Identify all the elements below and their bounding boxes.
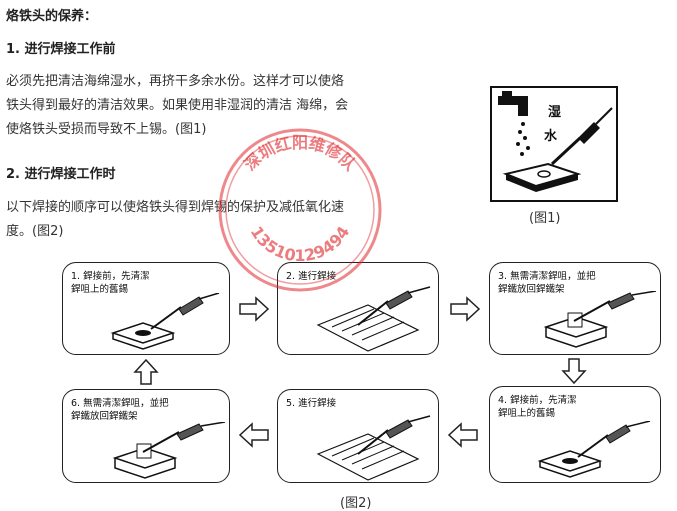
arrow-right-icon: [239, 296, 270, 322]
arrow-left-icon: [447, 422, 478, 448]
figure1-char-water: 水: [544, 128, 558, 144]
soldering-pcb-illustration: [316, 286, 431, 352]
step-box-2: 2. 進行銲接: [277, 262, 439, 355]
section1-line3: 使烙铁头受损而导致不上锡。(图1): [6, 122, 207, 137]
step-box-5: 5. 進行銲接: [277, 389, 439, 483]
figure1-caption: (图1): [529, 211, 561, 226]
arrow-left-icon: [238, 422, 269, 448]
step-label-2: 2. 進行銲接: [286, 271, 337, 282]
figure1-char-wet: 湿: [548, 105, 561, 120]
step-label-4: 4. 銲接前，先清潔 銲咀上的舊錫: [498, 395, 577, 419]
step-label-3: 3. 無需清潔銲咀，並把 銲鐵放回銲鐵架: [498, 271, 596, 295]
section2-line2: 度。(图2): [6, 224, 64, 239]
page-heading: 烙铁头的保养：: [6, 9, 98, 24]
section1-paragraph: 必须先把清洁海绵湿水，再挤干多余水份。这样才可以使烙 铁头得到最好的清洁效果。如…: [6, 70, 396, 142]
step-label-6: 6. 無需清潔銲咀，並把 銲鐵放回銲鐵架: [71, 398, 169, 422]
step-box-6: 6. 無需清潔銲咀，並把 銲鐵放回銲鐵架: [62, 389, 230, 483]
arrow-right-icon: [450, 296, 481, 322]
soldering-pcb-illustration: [316, 415, 431, 481]
section1-line1: 必须先把清洁海绵湿水，再挤干多余水份。这样才可以使烙: [6, 74, 345, 89]
iron-in-stand-illustration: [543, 291, 657, 348]
step-box-1: 1. 銲接前，先清潔 銲咀上的舊錫: [62, 262, 230, 355]
arrow-up-icon: [133, 358, 159, 385]
section2-paragraph: 以下焊接的顺序可以使烙铁头得到焊锡的保护及减低氧化速 度。(图2): [6, 196, 386, 244]
figure1-illustration: 湿 水: [490, 86, 618, 202]
section2-line1: 以下焊接的顺序可以使烙铁头得到焊锡的保护及减低氧化速: [6, 200, 345, 215]
arrow-down-icon: [561, 358, 587, 385]
step-box-4: 4. 銲接前，先清潔 銲咀上的舊錫: [489, 386, 661, 483]
soldering-stand-sponge-illustration: [537, 421, 651, 478]
figure2-caption: (图2): [340, 496, 372, 511]
iron-in-stand-illustration: [112, 422, 226, 479]
section1-title: 1. 进行焊接工作前: [6, 42, 116, 57]
step-label-1: 1. 銲接前，先清潔 銲咀上的舊錫: [71, 271, 150, 295]
soldering-stand-sponge-illustration: [110, 293, 220, 350]
section2-title: 2. 进行焊接工作时: [6, 167, 116, 182]
step-box-3: 3. 無需清潔銲咀，並把 銲鐵放回銲鐵架: [489, 262, 661, 355]
step-label-5: 5. 進行銲接: [286, 398, 337, 409]
section1-line2: 铁头得到最好的清洁效果。如果使用非湿润的清洁 海绵，会: [6, 98, 349, 113]
